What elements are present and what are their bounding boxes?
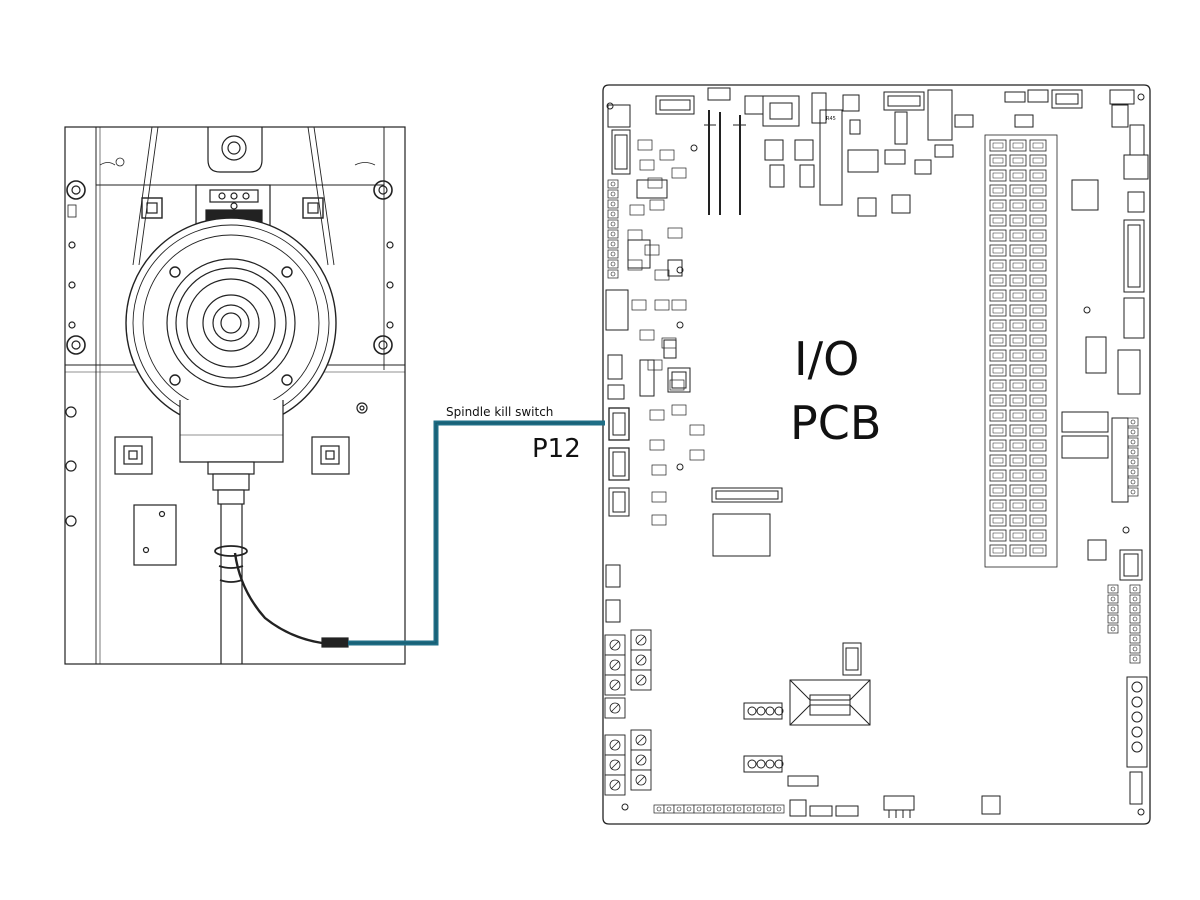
pcb-label-line1: I/O (794, 332, 860, 386)
pcb-label-line2: PCB (790, 396, 882, 450)
io-pcb: R45 (602, 84, 1151, 825)
spindle-assembly (64, 126, 406, 665)
cable-label: Spindle kill switch (446, 405, 554, 419)
connector-label: P12 (532, 434, 581, 464)
svg-text:R45: R45 (826, 116, 836, 122)
relay-array (984, 134, 1109, 568)
